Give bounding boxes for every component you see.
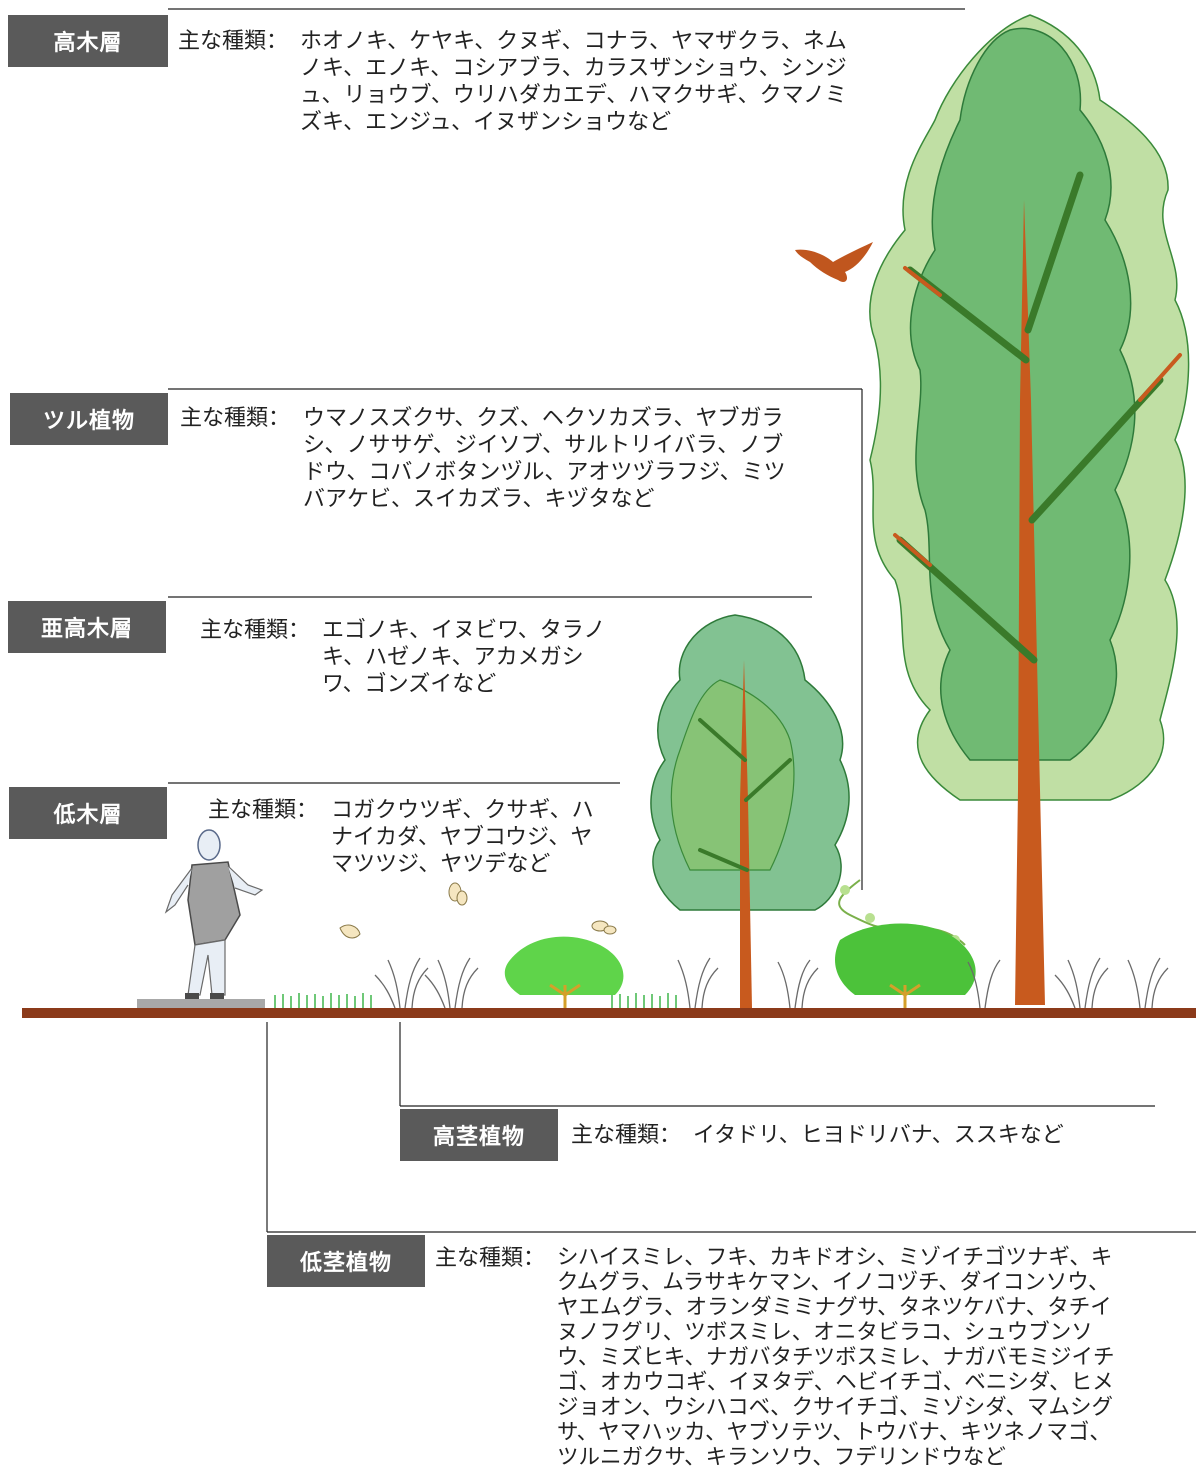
subtall-tree-species: エゴノキ、イヌビワ、タラノ キ、ハゼノキ、アカメガシ ワ、ゴンズイなど [322, 617, 605, 698]
species-line: コガクウツギ、クサギ、ハ [331, 798, 594, 823]
species-line: シハイスミレ、フキ、カキドオシ、ミゾイチゴツナギ、キ [557, 1245, 1113, 1270]
person-head [197, 829, 221, 861]
tall-tree-prefix: 主な種類： [178, 29, 289, 54]
shrub-species: コガクウツギ、クサギ、ハ ナイカダ、ヤブコウジ、ヤ マツツジ、ヤツデなど [331, 797, 594, 878]
species-line: シ、ノササゲ、ジイソブ、サルトリイバラ、ノブ [303, 433, 784, 458]
right-shrub-foliage [835, 923, 976, 995]
species-line: ュ、リョウブ、ウリハダカエデ、ハマクサギ、クマノミ [300, 83, 847, 108]
species-line: キ、ハゼノキ、アカメガシ [322, 645, 584, 670]
butterfly-icon [591, 920, 617, 935]
species-line: ヤエムグラ、オランダミミナグサ、タネツケバナ、タチイ [557, 1295, 1112, 1320]
shrub-prefix: 主な種類： [208, 798, 319, 823]
subtall-tree-trunk [740, 660, 752, 1008]
low-herb-layer-tag: 低茎植物 [267, 1235, 425, 1287]
low-herb-prefix: 主な種類： [435, 1246, 546, 1271]
species-line: ウマノスズクサ、クズ、ヘクソカズラ、ヤブガラ [303, 406, 784, 431]
species-line: ゴ、オカウコギ、イヌタデ、ヘビイチゴ、ベニシダ、ヒメ [557, 1370, 1114, 1395]
person-figure [137, 829, 265, 1008]
low-herb-species: シハイスミレ、フキ、カキドオシ、ミゾイチゴツナギ、キ クムグラ、ムラサキケマン、… [557, 1245, 1115, 1470]
tall-tree-species: ホオノキ、ケヤキ、クヌギ、コナラ、ヤマザクラ、ネム ノキ、エノキ、コシアブラ、カ… [300, 28, 847, 136]
species-line: ウ、ミズヒキ、ナガバタチツボスミレ、ナガバモミジイチ [557, 1345, 1115, 1370]
low-grass [274, 993, 677, 1008]
species-line: ツルニガクサ、キランソウ、フデリンドウなど [557, 1445, 1006, 1470]
species-line: ワ、ゴンズイなど [322, 672, 497, 697]
vine-layer-tag: ツル植物 [10, 393, 168, 445]
right-shrub [835, 923, 976, 1008]
tall-herb-prefix: 主な種類： [571, 1123, 682, 1148]
subtall-tree-layer-tag: 亜高木層 [8, 601, 166, 653]
vine-prefix: 主な種類： [180, 406, 291, 431]
person-platform [137, 999, 265, 1008]
species-line: マツツジ、ヤツデなど [331, 852, 551, 877]
species-line: エゴノキ、イヌビワ、タラノ [322, 618, 606, 643]
subtall-tree-branches [698, 718, 792, 872]
tall-herb-species: イタドリ、ヒヨドリバナ、ススキなど [693, 1122, 1064, 1149]
species-line: ヌノフグリ、ツボスミレ、オニタビラコ、シュウブンソ [557, 1320, 1093, 1345]
bird-icon [795, 242, 873, 283]
butterfly-icon [448, 882, 468, 906]
tall-tree-trunk [1015, 200, 1045, 1005]
species-line: ドウ、コバノボタンヅル、アオツヅラフジ、ミツ [303, 460, 786, 485]
species-line: バアケビ、スイカズラ、キヅタなど [303, 487, 655, 512]
shrub-layer-tag: 低木層 [9, 787, 167, 839]
species-line: ナイカダ、ヤブコウジ、ヤ [331, 825, 593, 850]
ground-line [22, 1008, 1196, 1018]
falling-leaf-icon [339, 924, 361, 939]
grass-clumps [374, 957, 1169, 1009]
tall-herb-layer-tag: 高茎植物 [400, 1109, 558, 1161]
subtall-tree-prefix: 主な種類： [200, 618, 311, 643]
species-line: クムグラ、ムラサキケマン、イノコヅチ、ダイコンソウ、 [557, 1270, 1110, 1295]
tall-tree-twig-tips [893, 266, 1182, 567]
tall-tree-layer-tag: 高木層 [8, 15, 168, 67]
subtall-tree [650, 614, 850, 1008]
species-line: ホオノキ、ケヤキ、クヌギ、コナラ、ヤマザクラ、ネム [300, 29, 847, 54]
species-line: ノキ、エノキ、コシアブラ、カラスザンショウ、シンジ [300, 56, 847, 81]
leader-lines [168, 8, 1196, 1233]
tall-tree [869, 14, 1190, 1005]
vine-species: ウマノスズクサ、クズ、ヘクソカズラ、ヤブガラ シ、ノササゲ、ジイソブ、サルトリイ… [303, 405, 786, 513]
left-bush [504, 936, 624, 1008]
subtall-tree-crown-inner [670, 679, 795, 871]
species-line: ズキ、エンジュ、イヌザンショウなど [300, 110, 672, 135]
species-line: サ、ヤマハッカ、ヤブソテツ、トウバナ、キツネノマゴ、 [557, 1420, 1111, 1445]
species-line: ジョオン、ウシハコベ、クサイチゴ、ミゾシダ、マムシグ [557, 1395, 1113, 1420]
left-bush-foliage [504, 936, 624, 995]
species-line: イタドリ、ヒヨドリバナ、ススキなど [693, 1123, 1064, 1148]
